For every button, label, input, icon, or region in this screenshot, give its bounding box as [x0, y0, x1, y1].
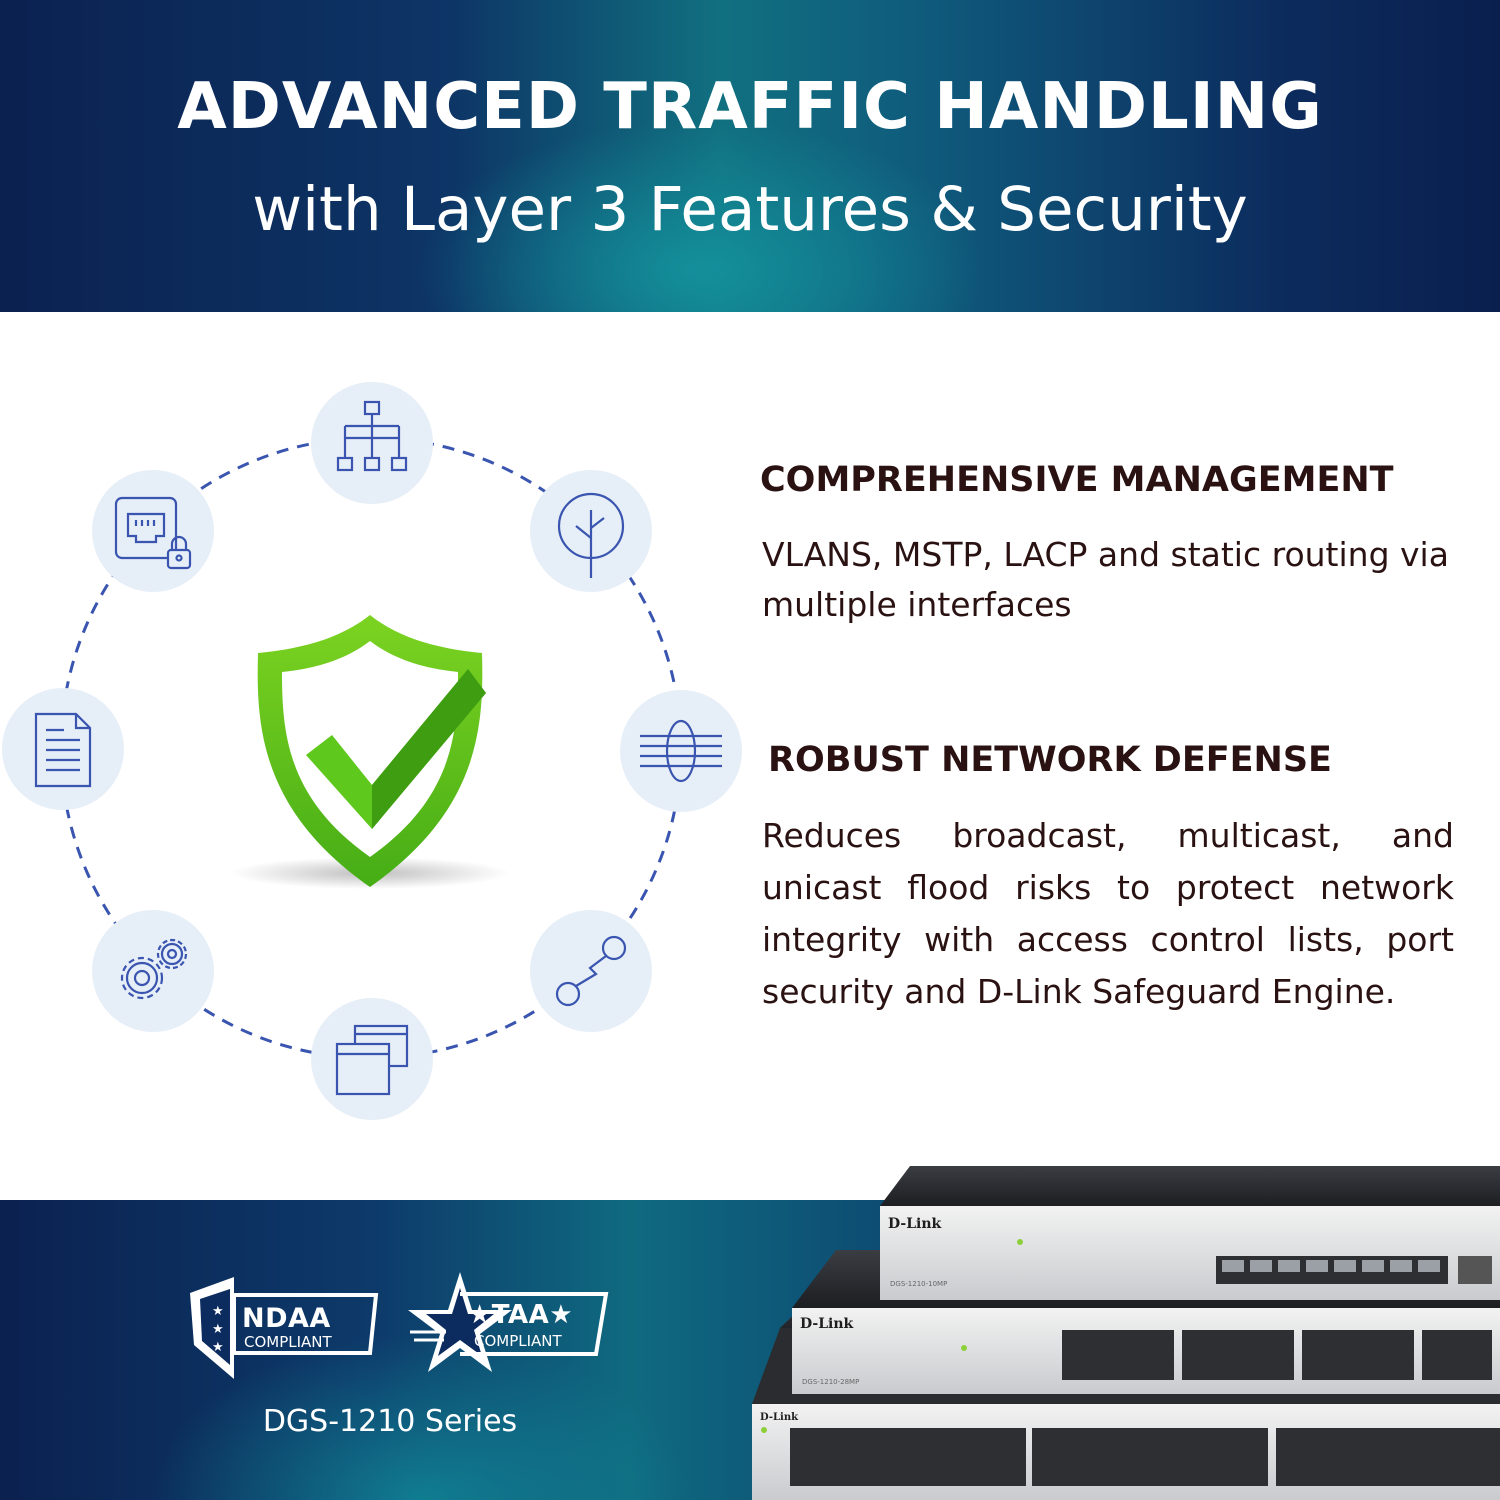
document-icon: [2, 688, 124, 810]
link-icon: [530, 910, 652, 1032]
tree-icon: [530, 470, 652, 592]
header-banner: ADVANCED TRAFFIC HANDLING with Layer 3 F…: [0, 0, 1500, 312]
svg-text:★: ★: [212, 1304, 224, 1319]
shield-check-icon: [230, 615, 510, 889]
page-title: ADVANCED TRAFFIC HANDLING: [177, 70, 1323, 144]
hierarchy-icon: [311, 382, 433, 504]
top-switch-model: DGS-1210-10MP: [890, 1280, 947, 1288]
gears-icon: [92, 910, 214, 1032]
svg-text:★: ★: [212, 1322, 224, 1337]
ndaa-badge: ★ ★ ★ NDAA COMPLIANT: [190, 1275, 380, 1381]
globe-icon: [620, 690, 742, 812]
feature-heading-management: COMPREHENSIVE MANAGEMENT: [760, 460, 1394, 500]
ndaa-label: NDAA: [242, 1303, 331, 1334]
taa-badge: ★TAA★ COMPLIANT: [400, 1270, 610, 1388]
brand-logo-middle: D-Link: [800, 1316, 854, 1332]
svg-text:★: ★: [212, 1340, 224, 1355]
taa-compliant-label: COMPLIANT: [474, 1332, 562, 1350]
page-subtitle: with Layer 3 Features & Security: [252, 174, 1248, 245]
windows-icon: [311, 998, 433, 1120]
feature-heading-defense: ROBUST NETWORK DEFENSE: [768, 740, 1332, 780]
brand-logo-top: D-Link: [888, 1216, 942, 1232]
feature-body-defense: Reduces broadcast, multicast, and unicas…: [762, 816, 1454, 1011]
middle-switch-model: DGS-1210-28MP: [802, 1378, 859, 1386]
taa-label: ★TAA★: [468, 1300, 574, 1330]
ndaa-compliant-label: COMPLIANT: [244, 1333, 332, 1351]
network-port-lock-icon: [92, 470, 214, 592]
switch-product-photo: DGS-1210-10MP DGS-1210-28MP: [752, 1166, 1500, 1500]
series-label: DGS-1210 Series: [262, 1404, 518, 1439]
brand-logo-bottom: D-Link: [760, 1412, 799, 1423]
feature-body-management: VLANS, MSTP, LACP and static routing via…: [762, 535, 1449, 624]
